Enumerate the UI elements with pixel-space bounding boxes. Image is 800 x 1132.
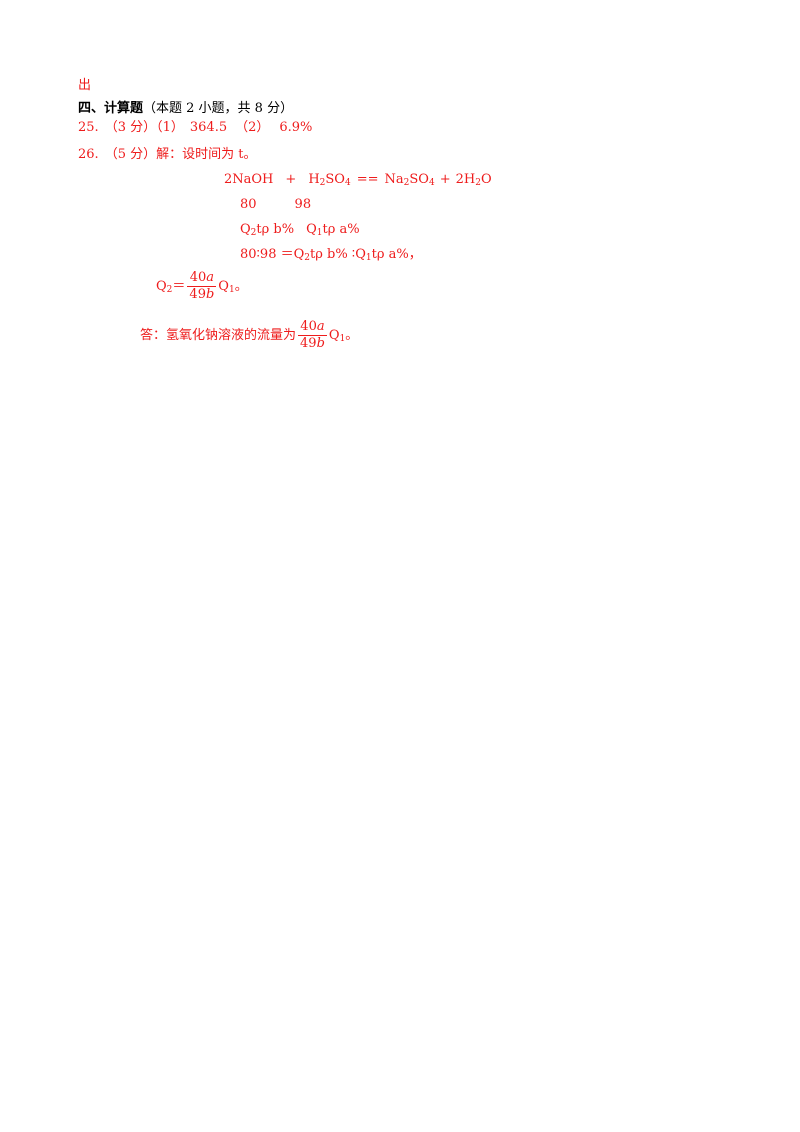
chemical-equation: 2NaOH + H2SO4 == Na2SO4 +2H2O <box>224 172 492 188</box>
q25-part1-answer: 364.5 <box>189 120 228 135</box>
q25-part2-label: （2） <box>235 120 270 135</box>
q25-score: （3 分） <box>104 120 157 135</box>
result-formula: Q2＝ 40a 49b Q1。 <box>156 270 248 302</box>
q25-part1-label: （1） <box>156 120 184 135</box>
question-25: 25. （3 分）（1） 364.5 （2） 6.9% <box>78 120 312 136</box>
carry-over-text: 出 <box>78 78 92 93</box>
eq-plus-2: + <box>439 172 451 187</box>
q26-intro: 解：设时间为 t。 <box>156 147 257 162</box>
section-title: 四、计算题 <box>78 101 144 116</box>
mass-h2so4: 98 <box>294 197 312 212</box>
section-note: （本题 2 小题，共 8 分） <box>143 101 294 116</box>
molar-masses: 80 98 <box>240 197 311 213</box>
eq-water: 2H2O <box>455 172 492 188</box>
q25-part2-answer: 6.9% <box>279 120 313 135</box>
eq-h2so4: H2SO4 <box>308 172 351 188</box>
ratio-line: 80∶98 ＝Q2tρ b% ∶Q1tρ a%， <box>240 247 422 263</box>
quantity-q1: Q1tρ a% <box>306 222 360 238</box>
q26-score: （5 分） <box>104 147 157 162</box>
result-fraction: 40a 49b <box>187 270 217 302</box>
eq-arrow: == <box>356 172 379 187</box>
eq-plus-1: + <box>285 172 297 187</box>
answer-fraction: 40a 49b <box>298 319 327 351</box>
answer-line: 答：氢氧化钠溶液的流量为 40a 49b Q1。 <box>140 319 359 351</box>
eq-na2so4: Na2SO4 <box>384 172 435 188</box>
section-heading: 四、计算题（本题 2 小题，共 8 分） <box>78 101 293 117</box>
q25-number: 25. <box>78 120 99 135</box>
quantities-line: Q2tρ b% Q1tρ a% <box>240 222 360 238</box>
question-26: 26. （5 分）解：设时间为 t。 <box>78 147 256 163</box>
q26-number: 26. <box>78 147 99 162</box>
eq-naoh: 2NaOH <box>224 172 274 187</box>
mass-naoh: 80 <box>240 197 257 212</box>
answer-text: 答：氢氧化钠溶液的流量为 <box>140 328 297 343</box>
result-equals: ＝ <box>172 279 186 294</box>
quantity-q2: Q2tρ b% <box>240 222 295 238</box>
